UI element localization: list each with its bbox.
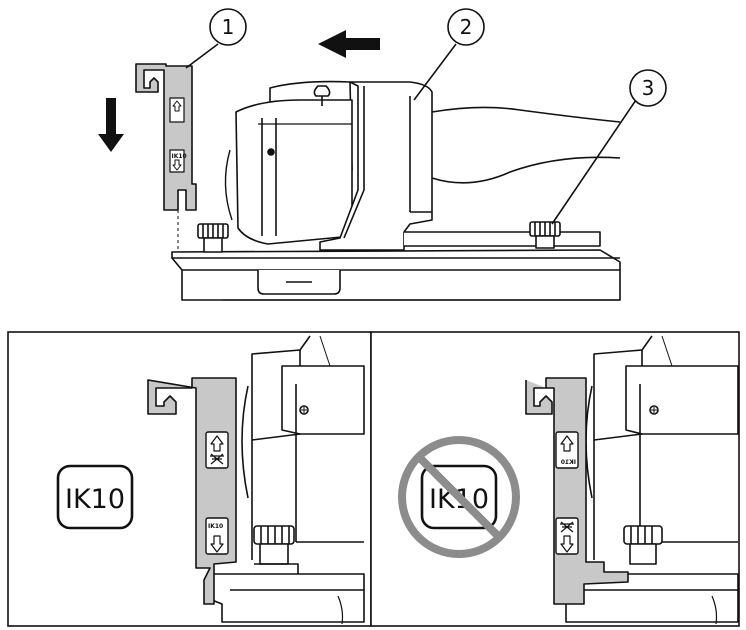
ik10-label-left: IK10 [65, 484, 125, 515]
bracket-mark-top: IK10 [172, 153, 187, 160]
panel-left-bracket-mark: IK10 [208, 523, 223, 530]
callout-1: 1 [209, 8, 247, 46]
panel-right-bracket-mark-mirrored: IK10 [561, 459, 576, 466]
panel-left: IK10 [56, 335, 365, 625]
top-illustration: IK10 [98, 30, 637, 301]
shim-bracket: IK10 [135, 63, 197, 252]
prohibited-icon [398, 436, 520, 558]
thumb-screw-left [197, 223, 229, 253]
arrow-left-icon [318, 30, 380, 58]
thumb-screw-right [529, 221, 561, 249]
base-plate [171, 249, 621, 301]
arrow-down-small-icon [210, 535, 224, 553]
callout-3: 3 [629, 69, 667, 107]
callout-2: 2 [447, 8, 485, 46]
callout-2-label: 2 [460, 15, 473, 39]
callout-3-label: 3 [642, 76, 655, 100]
camera-body [224, 80, 353, 245]
arrow-down-icon [98, 98, 124, 152]
cable [431, 106, 621, 184]
arrow-up-icon [205, 431, 229, 469]
callout-1-label: 1 [222, 15, 235, 39]
fuse-icon [210, 453, 224, 465]
